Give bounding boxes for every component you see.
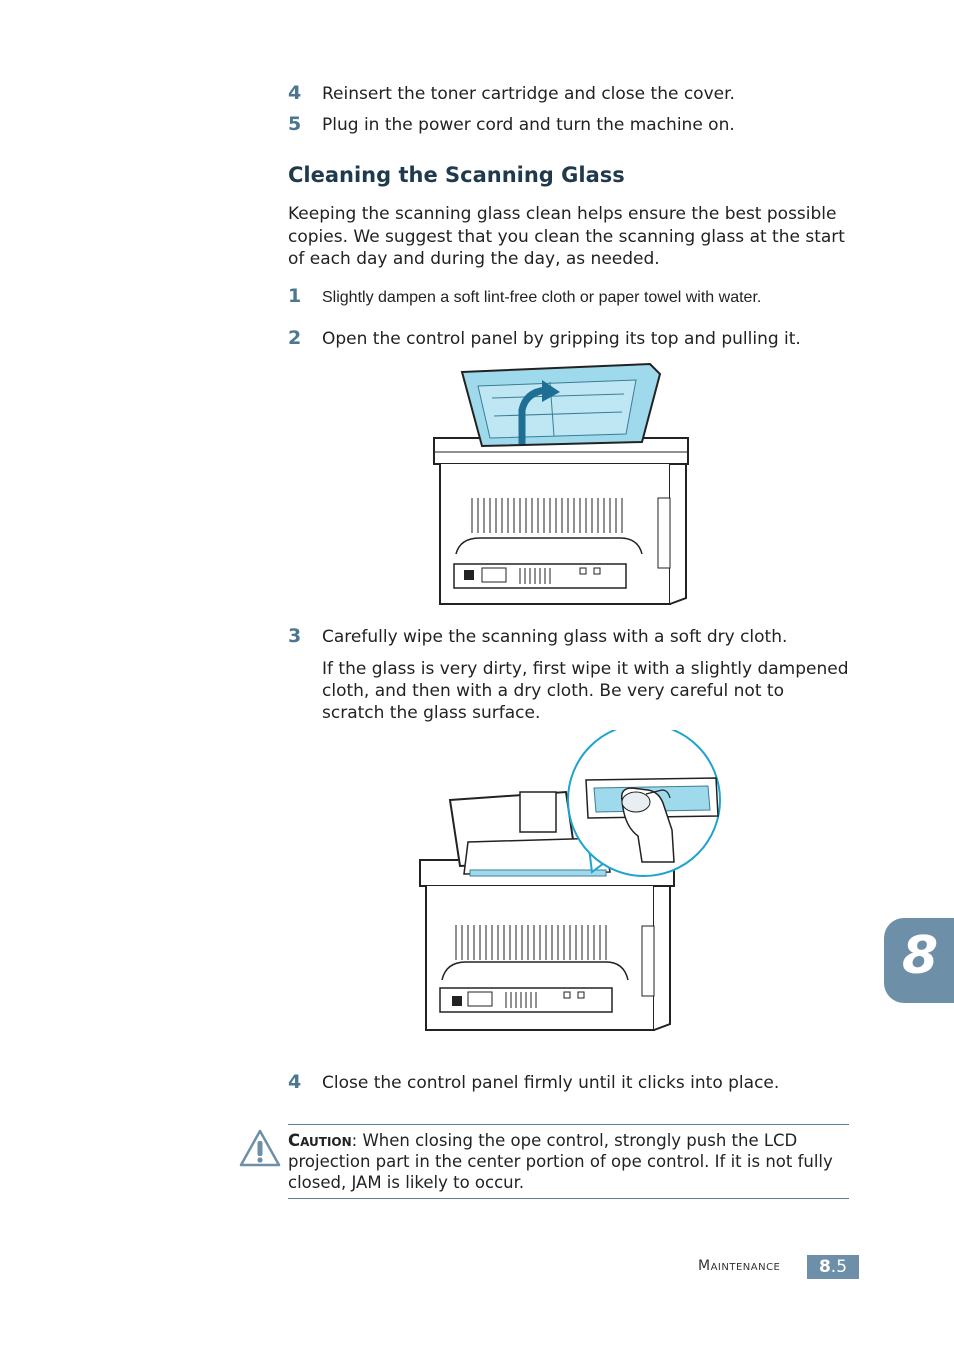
step-number: 4 — [288, 82, 302, 104]
printer-open-panel-illustration — [433, 362, 689, 605]
step-text: Plug in the power cord and turn the mach… — [322, 115, 735, 135]
section-intro: Keeping the scanning glass clean helps e… — [288, 204, 845, 269]
chapter-tab: 8 — [884, 918, 954, 1003]
step-text: Reinsert the toner cartridge and close t… — [322, 84, 735, 104]
wipe-glass-illustration — [419, 730, 721, 1031]
footer-section-name: Maintenance — [698, 1258, 781, 1274]
caution-icon — [239, 1129, 281, 1167]
caution-top-rule — [288, 1124, 849, 1125]
step-number: 4 — [288, 1071, 302, 1093]
step-number: 1 — [288, 285, 302, 307]
step-number: 3 — [288, 625, 302, 647]
step-text: Open the control panel by gripping its t… — [322, 329, 801, 349]
step-text: Slightly dampen a soft lint-free cloth o… — [322, 289, 762, 306]
step-3-note: If the glass is very dirty, first wipe i… — [322, 659, 849, 723]
step-text: Carefully wipe the scanning glass with a… — [322, 627, 788, 647]
chapter-tab-number: 8 — [902, 926, 939, 986]
section-title: Cleaning the Scanning Glass — [288, 163, 625, 187]
footer-chapter: 8 — [818, 1257, 831, 1277]
step-number: 5 — [288, 113, 302, 135]
caution-text: Caution: When closing the ope control, s… — [288, 1130, 850, 1193]
footer-page: .5 — [830, 1257, 848, 1277]
caution-label: Caution — [288, 1131, 352, 1150]
page-number-badge: 8.5 — [807, 1255, 859, 1279]
caution-bottom-rule — [288, 1198, 849, 1199]
caution-body: : When closing the ope control, strongly… — [288, 1131, 833, 1192]
step-text: Close the control panel firmly until it … — [322, 1073, 780, 1093]
step-number: 2 — [288, 327, 302, 349]
